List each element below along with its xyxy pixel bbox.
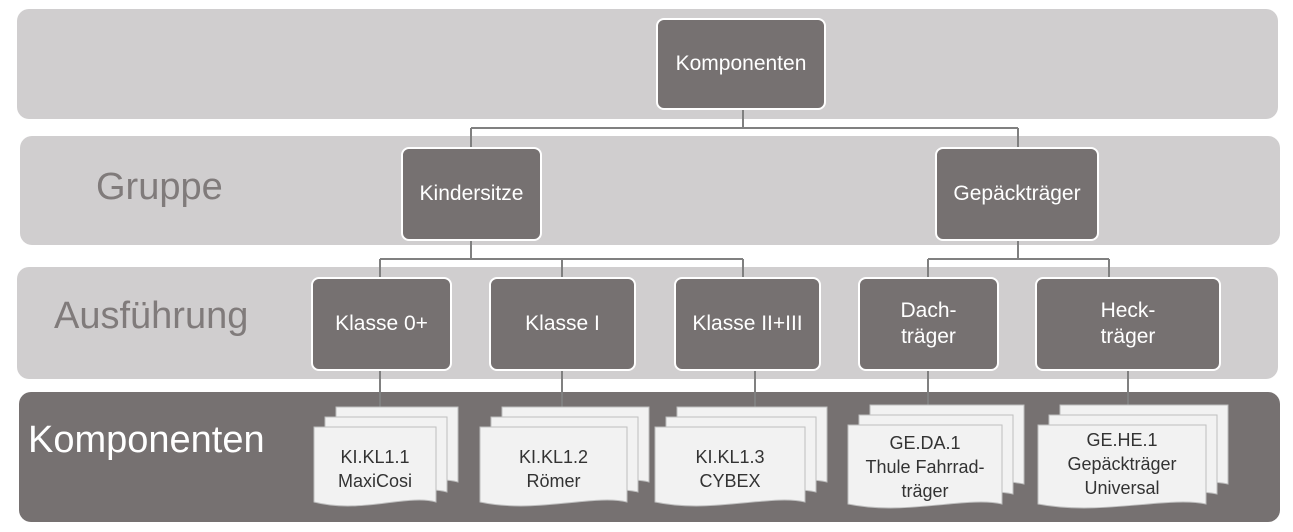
document-stack-kl3 (654, 406, 828, 507)
connector-kindersitze-variants (379, 240, 744, 279)
root-node-komponenten: Komponenten (656, 18, 826, 110)
document-stack-da1 (847, 404, 1025, 509)
root-band (17, 9, 1278, 119)
component-he1: GE.HE.1 Gepäckträger Universal (1067, 430, 1177, 498)
component-kl3: KI.KL1.3 CYBEX (695, 447, 765, 491)
variant-node-dachtraeger: Dach- träger (858, 277, 999, 371)
component-da1: GE.DA.1 Thule Fahrrad- träger (865, 433, 985, 501)
connector-root-groups (470, 110, 1019, 149)
document-stack-kl1 (313, 406, 459, 507)
group-node-gepaecktraeger: Gepäckträger (935, 147, 1099, 241)
connector-variants-components (379, 369, 1129, 408)
row-label-gruppe: Gruppe (96, 166, 223, 208)
variant-node-klasse-1: Klasse I (489, 277, 636, 371)
row-label-komponenten: Komponenten (28, 419, 265, 461)
group-node-kindersitze: Kindersitze (401, 147, 542, 241)
variant-node-klasse-2-3: Klasse II+III (674, 277, 821, 371)
variant-node-hecktraeger: Heck- träger (1035, 277, 1221, 371)
component-kl1: KI.KL1.1 MaxiCosi (337, 447, 412, 491)
document-stack-he1 (1037, 404, 1229, 509)
document-stack-kl2 (479, 406, 650, 507)
variant-node-klasse-0: Klasse 0+ (311, 277, 452, 371)
component-kl2: KI.KL1.2 Römer (518, 447, 589, 491)
connector-gepaecktraeger-variants (927, 240, 1110, 279)
row-label-ausfuehrung: Ausführung (54, 295, 249, 337)
